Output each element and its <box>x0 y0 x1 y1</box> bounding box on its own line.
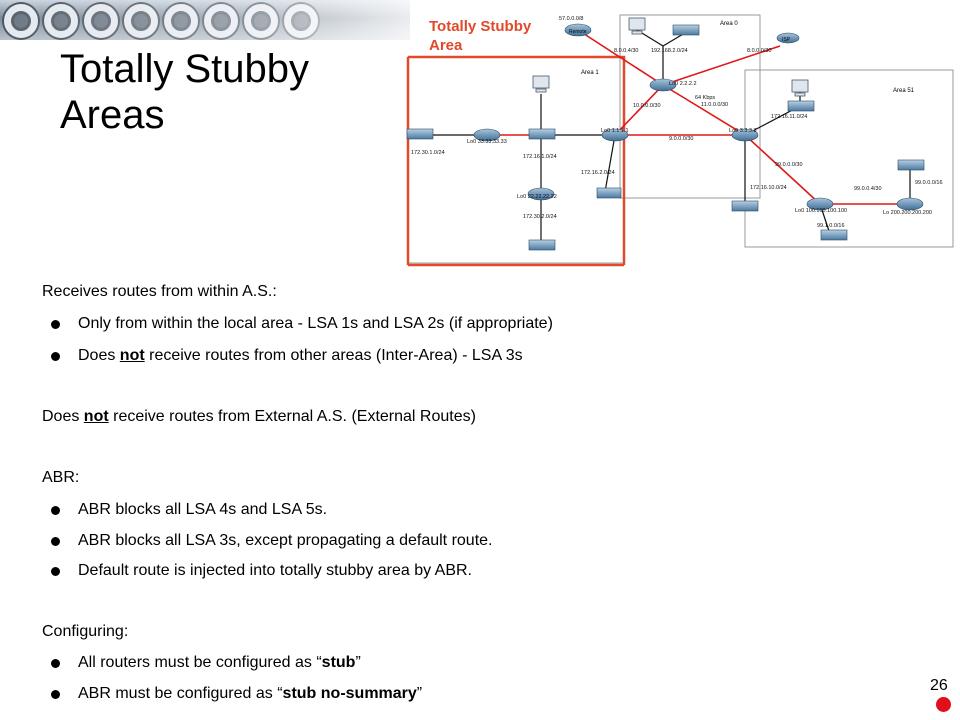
bullet-item: Does not receive routes from other areas… <box>42 347 523 365</box>
page-number: 26 <box>930 677 948 694</box>
bullet-item: All routers must be configured as “stub” <box>42 654 361 672</box>
svg-text:10.0.0.0/30: 10.0.0.0/30 <box>633 103 661 109</box>
bullet-icon <box>51 352 60 361</box>
heading-configuring: Configuring: <box>42 623 129 640</box>
svg-text:172.30.1.0/24: 172.30.1.0/24 <box>411 150 445 156</box>
svg-text:Lo0 22.22.22.22: Lo0 22.22.22.22 <box>517 194 557 200</box>
area0-box <box>619 14 761 199</box>
heading-external: Does not receive routes from External A.… <box>42 408 476 425</box>
bullet-icon <box>51 506 60 515</box>
header-logo-banner <box>0 0 410 40</box>
svg-text:172.16.2.0/24: 172.16.2.0/24 <box>581 170 615 176</box>
bullet-item: ABR blocks all LSA 4s and LSA 5s. <box>42 501 327 519</box>
svg-text:57.0.0.0/8: 57.0.0.0/8 <box>559 16 583 22</box>
svg-text:8.0.0.0/30: 8.0.0.0/30 <box>747 48 771 54</box>
isp-device-label: ISP <box>782 37 791 43</box>
diagram-callout-line2: Area <box>429 37 463 54</box>
bullet-item: ABR blocks all LSA 3s, except propagatin… <box>42 532 492 550</box>
bullet-item: Only from within the local area - LSA 1s… <box>42 315 553 333</box>
svg-text:99.0.0.4/30: 99.0.0.4/30 <box>854 186 882 192</box>
pc-icon <box>532 17 809 97</box>
svg-text:Lo0 2.2.2.2: Lo0 2.2.2.2 <box>669 81 697 87</box>
heading-receives: Receives routes from within A.S.: <box>42 283 277 300</box>
bullet-icon <box>51 320 60 329</box>
bullet-item: Default route is injected into totally s… <box>42 562 472 580</box>
heading-abr: ABR: <box>42 469 80 486</box>
remote-device-label: Remote <box>569 29 587 35</box>
bullet-icon <box>51 690 60 699</box>
svg-text:11.0.0.0/30: 11.0.0.0/30 <box>701 102 728 108</box>
svg-text:Lo0 100.100.100.100: Lo0 100.100.100.100 <box>795 208 847 214</box>
bullet-icon <box>51 567 60 576</box>
svg-text:9.0.0.0/30: 9.0.0.0/30 <box>669 136 693 142</box>
ospf-topology-diagram: Area 0 Area 51 Area 1 Totally Stubby Are… <box>405 8 955 270</box>
svg-text:Lo0 1.1.1.1: Lo0 1.1.1.1 <box>601 128 629 134</box>
area51-box <box>744 69 954 248</box>
bullet-icon <box>51 659 60 668</box>
diagram-callout-line1: Totally Stubby <box>429 18 532 35</box>
bullet-item: ABR must be configured as “stub no-summa… <box>42 685 422 703</box>
area0-label: Area 0 <box>720 21 738 27</box>
svg-text:172.16.1.0/24: 172.16.1.0/24 <box>523 154 557 160</box>
svg-text:Lo 200.200.200.200: Lo 200.200.200.200 <box>883 210 932 216</box>
svg-text:8.0.0.4/30: 8.0.0.4/30 <box>614 48 638 54</box>
svg-text:99.0.0.0/16: 99.0.0.0/16 <box>915 180 943 186</box>
svg-text:99.1.0.0/16: 99.1.0.0/16 <box>817 223 845 229</box>
red-dot-icon <box>936 697 951 712</box>
area51-label: Area 51 <box>893 88 915 94</box>
svg-text:172.30.2.0/24: 172.30.2.0/24 <box>523 214 557 220</box>
area1-label: Area 1 <box>581 70 599 76</box>
switch-icon <box>406 24 925 251</box>
svg-text:192.168.2.0/24: 192.168.2.0/24 <box>651 48 688 54</box>
router-icon <box>473 23 924 211</box>
svg-text:64 Kbps: 64 Kbps <box>695 95 715 101</box>
totally-stubby-highlight <box>408 55 626 265</box>
svg-text:172.16.10.0/24: 172.16.10.0/24 <box>750 185 787 191</box>
slide-title: Totally Stubby Areas <box>60 47 310 137</box>
svg-text:172.16.11.0/24: 172.16.11.0/24 <box>771 114 807 120</box>
svg-text:Lo0 3.3.3.3: Lo0 3.3.3.3 <box>729 128 757 134</box>
svg-text:99.0.0.0/30: 99.0.0.0/30 <box>775 162 803 168</box>
area1-box <box>407 56 625 264</box>
svg-text:Lo0 33.33.33.33: Lo0 33.33.33.33 <box>467 139 507 145</box>
bullet-icon <box>51 537 60 546</box>
